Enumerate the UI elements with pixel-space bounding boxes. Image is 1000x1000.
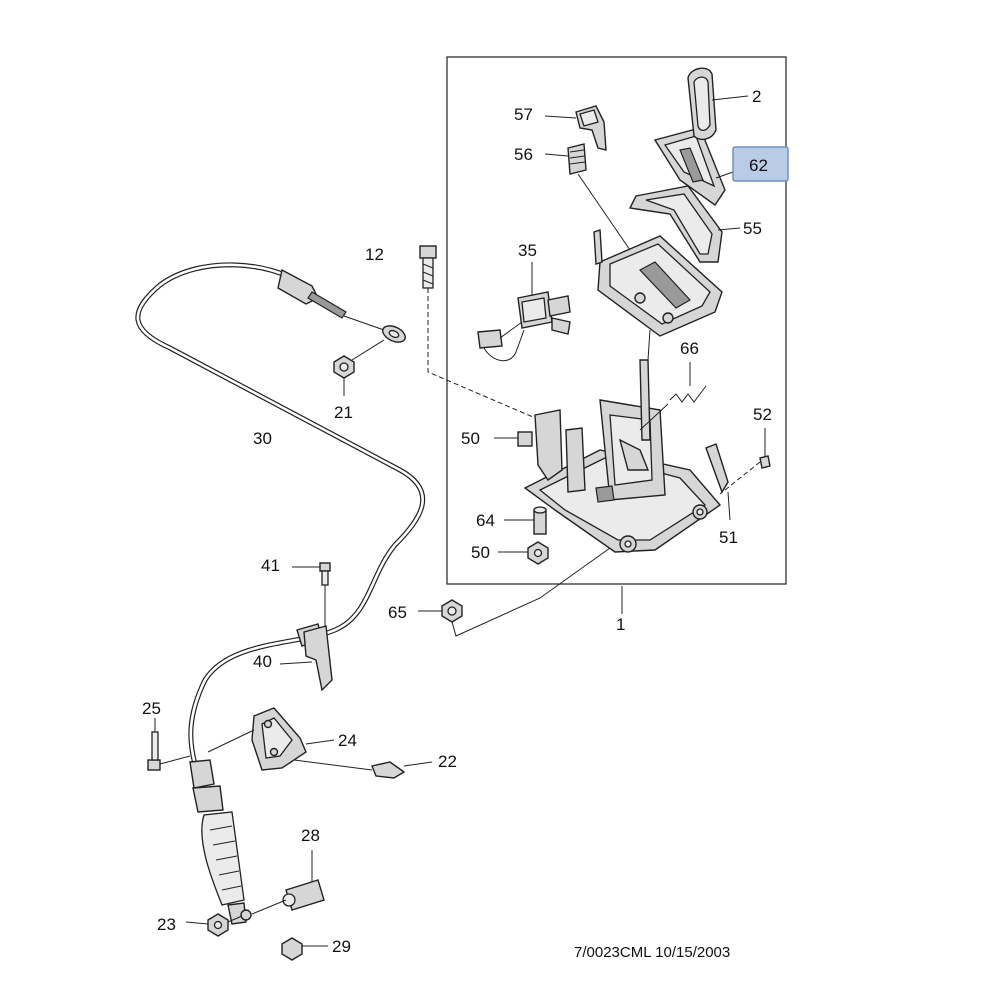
- shift-cable[interactable]: [135, 262, 426, 925]
- pin-52[interactable]: [719, 428, 771, 495]
- callout-30: 30: [253, 429, 272, 448]
- assembly-frame: [446, 56, 787, 585]
- callout-56: 56: [514, 145, 533, 164]
- bushing-28[interactable]: [251, 850, 325, 915]
- indicator-plate-62[interactable]: [653, 127, 734, 206]
- shifter-base-assembly[interactable]: [523, 359, 722, 553]
- nut-23[interactable]: [185, 913, 243, 937]
- callout-23: 23: [157, 915, 176, 934]
- callout-12: 12: [365, 245, 384, 264]
- spring-56[interactable]: [544, 143, 631, 251]
- callout-41: 41: [261, 556, 280, 575]
- nut-50-lower[interactable]: [498, 541, 549, 565]
- clip-57[interactable]: [544, 105, 607, 151]
- callout-57: 57: [514, 105, 533, 124]
- callout-21: 21: [334, 403, 353, 422]
- callout-64: 64: [476, 511, 495, 530]
- callout-22: 22: [438, 752, 457, 771]
- callout-66: 66: [680, 339, 699, 358]
- clip-22[interactable]: [293, 759, 433, 779]
- callout-62: 62: [749, 156, 768, 175]
- nut-65[interactable]: [418, 547, 611, 637]
- callout-50-lower: 50: [471, 543, 490, 562]
- drawing-reference: 7/0023CML 10/15/2003: [574, 944, 730, 961]
- bolt-25[interactable]: [147, 718, 191, 771]
- spacer-64[interactable]: [504, 506, 547, 535]
- callout-65: 65: [388, 603, 407, 622]
- solenoid-35[interactable]: [477, 262, 571, 362]
- callout-1: 1: [616, 615, 625, 634]
- callout-29: 29: [332, 937, 351, 956]
- bolt-12[interactable]: [419, 245, 541, 421]
- bolt-41[interactable]: [292, 562, 331, 630]
- spring-66[interactable]: [639, 362, 707, 431]
- callout-2: 2: [752, 87, 761, 106]
- callout-35: 35: [518, 241, 537, 260]
- callout-51: 51: [719, 528, 738, 547]
- shift-knob-2[interactable]: [687, 67, 749, 141]
- callout-25: 25: [142, 699, 161, 718]
- shifter-housing[interactable]: [593, 229, 723, 361]
- callout-52: 52: [753, 405, 772, 424]
- lever-51[interactable]: [705, 443, 731, 521]
- part-29[interactable]: [281, 937, 328, 961]
- callout-50-upper: 50: [461, 429, 480, 448]
- nut-50-upper[interactable]: [494, 431, 533, 447]
- callout-55: 55: [743, 219, 762, 238]
- callout-40: 40: [253, 652, 272, 671]
- callout-24: 24: [338, 731, 357, 750]
- bracket-24[interactable]: [207, 707, 335, 771]
- callout-28: 28: [301, 826, 320, 845]
- bracket-40[interactable]: [279, 625, 333, 692]
- callout-62-highlight[interactable]: 62: [732, 146, 789, 182]
- cover-55[interactable]: [628, 185, 741, 263]
- nut-21[interactable]: [333, 339, 385, 396]
